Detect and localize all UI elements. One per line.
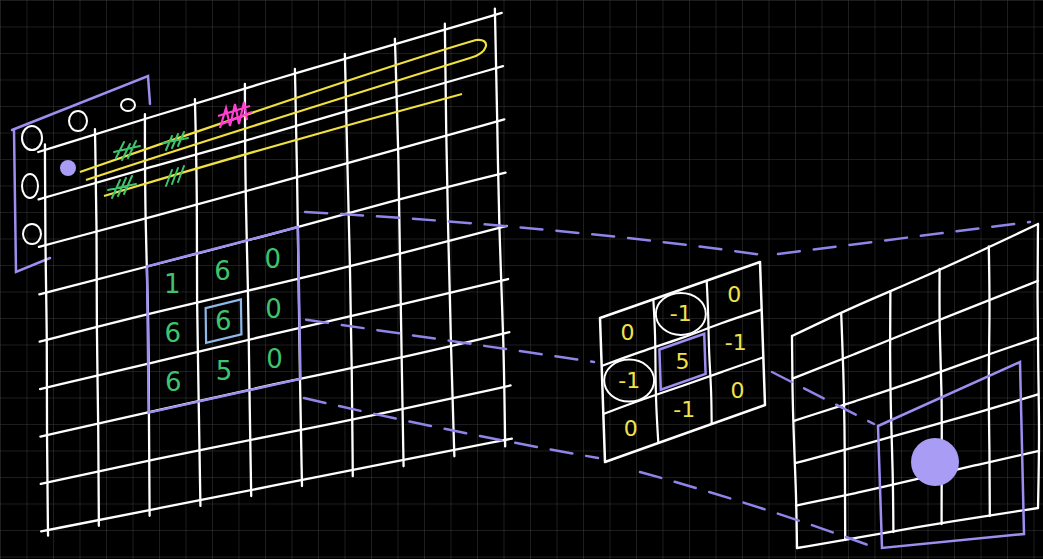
grid-line: [890, 291, 893, 532]
matrix-value: 6: [214, 258, 231, 284]
grid-line: [707, 281, 712, 424]
matrix-value: 0: [624, 418, 638, 440]
tally-marks: [108, 132, 188, 198]
matrix-value: 6: [165, 369, 182, 395]
highlight-loop: [80, 40, 486, 180]
grid-line: [792, 336, 797, 548]
matrix-value: 0: [265, 246, 282, 272]
current-cell-mark: [218, 102, 252, 128]
grid-line: [989, 246, 990, 516]
matrix-value: -1: [670, 303, 692, 325]
circle-mark: [656, 293, 706, 335]
grid-line: [797, 508, 1038, 548]
grid-line: [39, 66, 503, 199]
circle-mark: [69, 111, 87, 131]
grid-line: [38, 13, 502, 152]
annotations: [60, 40, 486, 198]
input-patch: 1 6 0 6 6 0 6 5 0: [141, 221, 306, 419]
matrix-value: 1: [164, 271, 181, 297]
highlight-stroke: [104, 94, 462, 196]
matrix-value: 0: [266, 346, 283, 372]
circle-mark: [23, 224, 41, 244]
grid-line: [41, 439, 512, 532]
border: [147, 227, 300, 413]
matrix-value: -1: [618, 370, 640, 392]
output-grid: [792, 224, 1039, 548]
center-highlight: [205, 299, 241, 342]
circle-mark: [604, 360, 654, 402]
border: [600, 262, 765, 462]
matrix-value: 0: [727, 284, 741, 306]
dashed-projection: [772, 372, 874, 424]
circle-mark: [22, 126, 42, 150]
matrix-value: 0: [265, 296, 282, 322]
projection-lines: [304, 212, 1030, 548]
circle-mark: [121, 99, 135, 111]
dashed-projection: [778, 222, 1030, 254]
grid-line: [41, 385, 511, 483]
center-highlight: [659, 334, 705, 390]
matrix-value: 5: [676, 351, 690, 373]
dashed-projection: [304, 398, 598, 458]
matrix-value: 0: [621, 322, 635, 344]
matrix-value: -1: [673, 399, 695, 421]
output-window: [878, 362, 1024, 548]
output-region: [878, 362, 1024, 548]
grid-line: [792, 224, 1038, 336]
dashed-projection: [305, 212, 770, 256]
circle-mark: [22, 174, 38, 198]
start-dot: [60, 160, 76, 176]
matrix-value: -1: [725, 332, 747, 354]
grid-line: [1038, 224, 1039, 508]
dashed-projection: [640, 472, 876, 548]
grid-line: [793, 281, 1038, 379]
grid-line: [39, 119, 504, 246]
grid-line: [40, 279, 508, 389]
matrix-value: 0: [731, 380, 745, 402]
dashed-connector: [306, 320, 594, 362]
kernel-matrix: 0 -1 0 -1 5 -1 0 -1 0: [594, 256, 771, 468]
input-grid: [38, 9, 512, 536]
grid-line: [40, 226, 507, 342]
matrix-value: 6: [215, 308, 232, 334]
matrix-value: 6: [164, 320, 181, 346]
grid-line: [841, 314, 845, 540]
output-value-dot: [911, 438, 959, 486]
matrix-value: 5: [216, 358, 233, 384]
